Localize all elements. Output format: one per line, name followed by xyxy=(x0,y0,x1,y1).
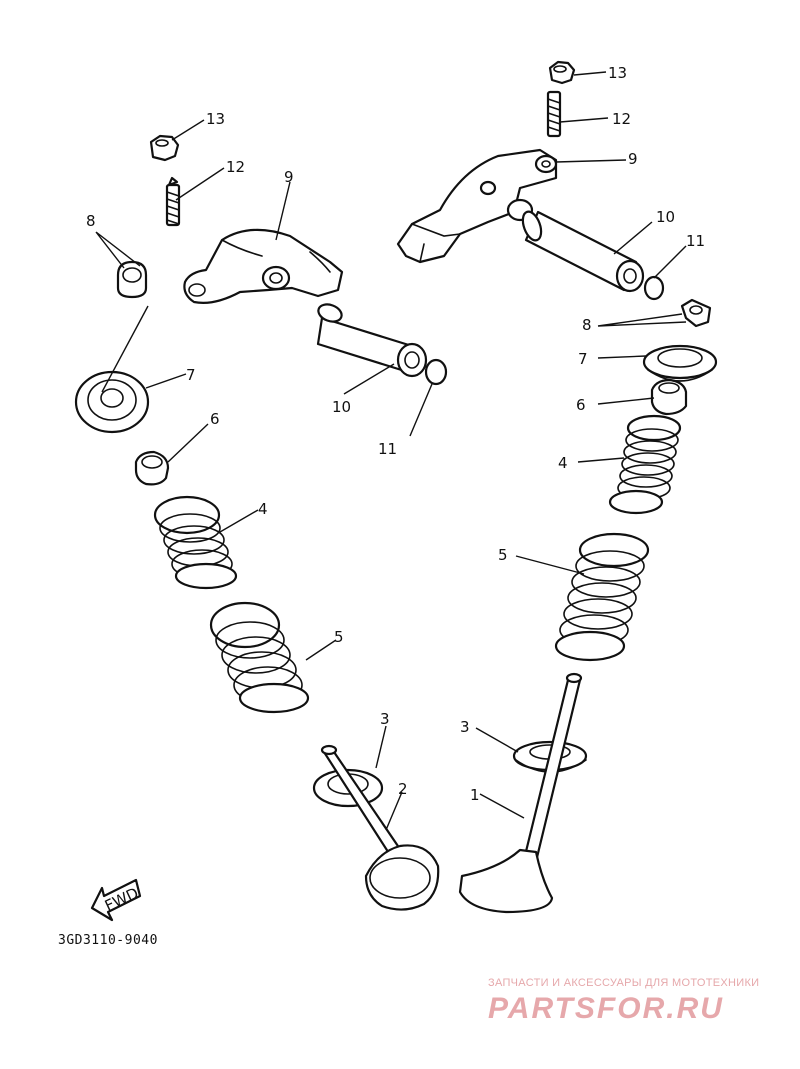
o-ring-right xyxy=(643,275,665,301)
callout-10-right: 10 xyxy=(656,208,675,226)
callout-5-left: 5 xyxy=(334,628,344,646)
inner-valve-spring-left xyxy=(153,495,238,590)
callout-3-right: 3 xyxy=(460,718,470,736)
part-code: 3GD3110-9040 xyxy=(58,933,158,948)
adjusting-screw-right xyxy=(546,90,562,138)
rocker-shaft-left xyxy=(316,303,428,378)
valve-cotter-right xyxy=(680,298,712,328)
callout-5-right: 5 xyxy=(498,546,508,564)
o-ring-left xyxy=(424,358,448,386)
callout-13-left: 13 xyxy=(206,110,225,128)
callout-8-left: 8 xyxy=(86,212,96,230)
outer-valve-spring-right xyxy=(554,532,650,662)
outer-valve-spring-left xyxy=(209,601,310,714)
callout-labels: 13 12 9 8 7 10 11 6 4 5 3 2 13 12 9 10 1… xyxy=(86,64,705,804)
callout-6-right: 6 xyxy=(576,396,586,414)
callout-4-left: 4 xyxy=(258,500,268,518)
spring-retainer-left xyxy=(74,370,150,434)
callout-2-left: 2 xyxy=(398,780,408,798)
watermark-logo: PARTSFOR.RU xyxy=(488,992,724,1025)
adjusting-screw-left xyxy=(165,176,181,227)
callout-13-right: 13 xyxy=(608,64,627,82)
callout-11-right: 11 xyxy=(686,232,705,250)
callout-7-right: 7 xyxy=(578,350,588,368)
callout-4-right: 4 xyxy=(558,454,568,472)
callout-8-right: 8 xyxy=(582,316,592,334)
forward-direction-arrow: FWD xyxy=(90,878,141,922)
callout-1-right: 1 xyxy=(470,786,480,804)
valve-cotter-left xyxy=(116,260,148,299)
watermark-tagline: ЗАПЧАСТИ И АКСЕССУАРЫ ДЛЯ МОТОТЕХНИКИ xyxy=(488,977,760,989)
oil-seal-right xyxy=(650,378,688,416)
callout-9-right: 9 xyxy=(628,150,638,168)
spring-retainer-right xyxy=(642,344,718,382)
callout-7-left: 7 xyxy=(186,366,196,384)
callout-12-right: 12 xyxy=(612,110,631,128)
oil-seal-left xyxy=(134,450,170,486)
rocker-shaft-right xyxy=(521,210,645,293)
valve-left xyxy=(320,744,440,911)
valve-right xyxy=(458,672,583,914)
callout-10-left: 10 xyxy=(332,398,351,416)
callout-12-left: 12 xyxy=(226,158,245,176)
callout-9-left: 9 xyxy=(284,168,294,186)
lock-nut-right xyxy=(548,60,576,85)
callout-6-left: 6 xyxy=(210,410,220,428)
callout-3-left: 3 xyxy=(380,710,390,728)
lock-nut-left xyxy=(149,134,180,162)
fwd-label: FWD xyxy=(102,884,141,915)
rocker-arm-right xyxy=(396,148,558,264)
inner-valve-spring-right xyxy=(608,414,682,515)
rocker-arm-left xyxy=(183,228,344,304)
callout-11-left: 11 xyxy=(378,440,397,458)
leader-lines xyxy=(95,71,687,831)
